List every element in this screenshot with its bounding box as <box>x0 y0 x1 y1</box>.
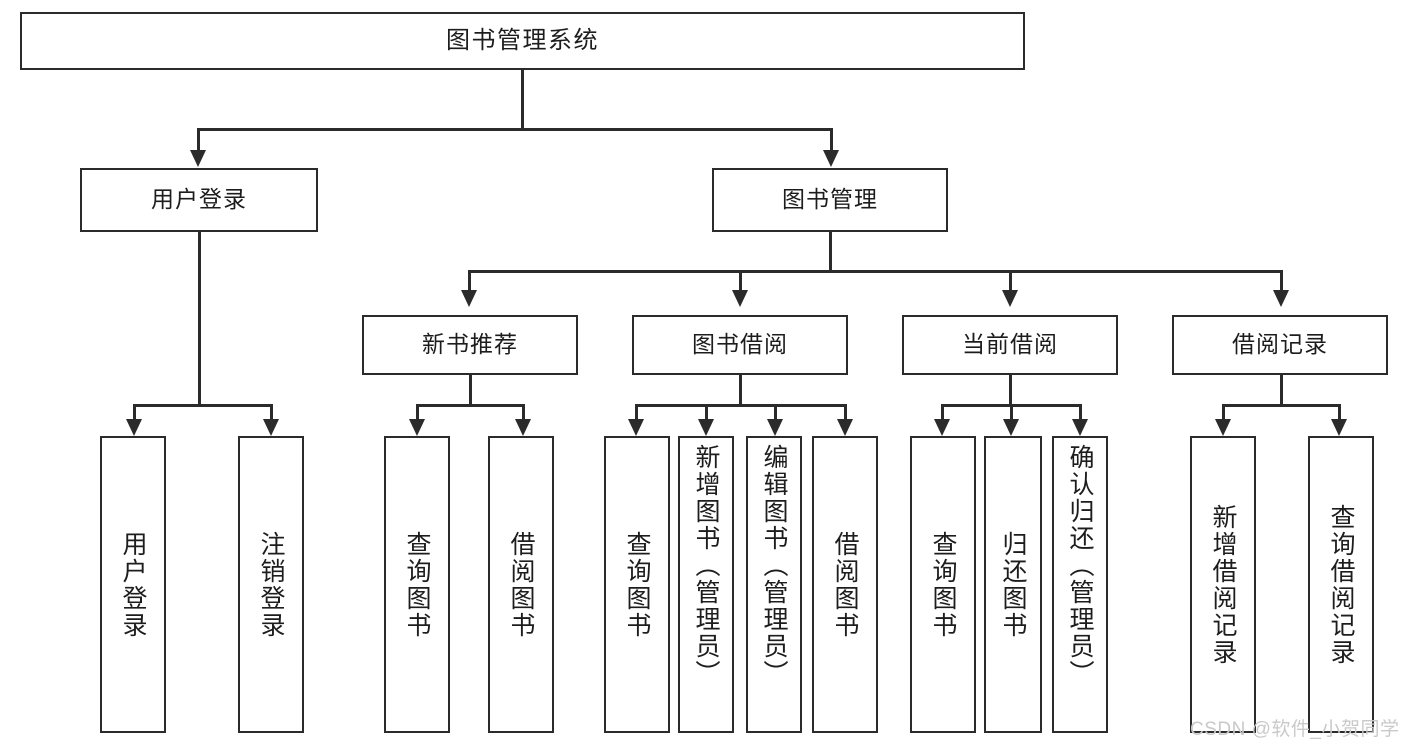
edge-current-borrow-to-leaf-2 <box>1079 404 1082 422</box>
edge-current-borrow-to-leaf-1 <box>1010 404 1013 422</box>
leaf-label: 注销登录 <box>257 530 285 639</box>
edge-borrow-record-to-leaf-0 <box>1222 404 1225 422</box>
leaf-borrow-book-recommend[interactable]: 借阅图书 <box>488 436 554 733</box>
leaf-query-book-borrow[interactable]: 查询图书 <box>604 436 670 733</box>
leaf-label: 查询图书 <box>403 530 431 639</box>
edge-new-book-stem <box>469 375 472 406</box>
edge-current-borrow-to-leaf-0 <box>941 404 944 422</box>
edge-user-login-stem <box>198 232 201 406</box>
arrowhead-leaf-confirm-return <box>1072 419 1088 436</box>
leaf-label: 确认归还（管理员） <box>1066 444 1094 687</box>
leaf-label: 查询借阅记录 <box>1327 503 1355 666</box>
edge-root-to-user-login <box>197 128 200 153</box>
edge-borrow-record-stem <box>1280 375 1283 406</box>
arrowhead-leaf-return-book <box>1003 419 1019 436</box>
edge-current-borrow-stem <box>1009 375 1012 406</box>
edge-book-borrow-bar <box>635 404 846 407</box>
edge-new-book-bar <box>416 404 524 407</box>
arrowhead-leaf-query-book-1 <box>409 419 425 436</box>
edge-book-borrow-to-leaf-2 <box>774 404 777 422</box>
edge-borrow-record-to-leaf-1 <box>1338 404 1341 422</box>
node-user-login[interactable]: 用户登录 <box>80 168 318 232</box>
node-book-manage[interactable]: 图书管理 <box>712 168 948 232</box>
edge-book-borrow-to-leaf-3 <box>844 404 847 422</box>
leaf-label: 查询图书 <box>623 530 651 639</box>
edge-user-login-to-leaf-1 <box>270 404 273 422</box>
edge-user-login-to-leaf-0 <box>133 404 136 422</box>
edge-root-bar <box>197 128 833 131</box>
node-label: 图书管理系统 <box>446 26 599 54</box>
edge-borrow-record-bar <box>1222 404 1340 407</box>
node-book-borrow[interactable]: 图书借阅 <box>632 315 848 375</box>
leaf-label: 用户登录 <box>119 530 147 639</box>
node-borrow-record[interactable]: 借阅记录 <box>1172 315 1388 375</box>
edge-book-manage-to-l2-3 <box>1280 270 1283 293</box>
arrowhead-l2-book-borrow <box>732 290 748 307</box>
leaf-query-book-current[interactable]: 查询图书 <box>910 436 976 733</box>
edge-user-login-bar <box>133 404 272 407</box>
arrowhead-l2-current-borrow <box>1002 290 1018 307</box>
leaf-add-book-admin[interactable]: 新增图书（管理员） <box>678 436 734 733</box>
leaf-label: 编辑图书（管理员） <box>760 444 788 687</box>
arrowhead-user-login <box>190 150 206 167</box>
edge-root-to-book-manage <box>830 128 833 153</box>
leaf-confirm-return-admin[interactable]: 确认归还（管理员） <box>1052 436 1108 733</box>
edge-book-borrow-to-leaf-1 <box>705 404 708 422</box>
arrowhead-leaf-query-record <box>1331 419 1347 436</box>
leaf-label: 新增图书（管理员） <box>692 444 720 687</box>
leaf-user-login[interactable]: 用户登录 <box>100 436 166 733</box>
leaf-edit-book-admin[interactable]: 编辑图书（管理员） <box>746 436 802 733</box>
leaf-label: 借阅图书 <box>507 530 535 639</box>
edge-book-manage-stem <box>829 232 832 272</box>
arrowhead-leaf-edit-book <box>767 419 783 436</box>
node-label: 借阅记录 <box>1232 331 1328 358</box>
node-label: 图书管理 <box>782 186 878 213</box>
leaf-add-borrow-record[interactable]: 新增借阅记录 <box>1190 436 1256 733</box>
leaf-label: 借阅图书 <box>831 530 859 639</box>
node-label: 图书借阅 <box>692 331 788 358</box>
arrowhead-leaf-logout <box>263 419 279 436</box>
edge-new-book-to-leaf-0 <box>416 404 419 422</box>
edge-book-manage-bar <box>468 270 1282 273</box>
arrowhead-leaf-query-book-2 <box>628 419 644 436</box>
node-label: 当前借阅 <box>962 331 1058 358</box>
arrowhead-l2-new-book <box>461 290 477 307</box>
edge-book-manage-to-l2-2 <box>1009 270 1012 293</box>
arrowhead-leaf-add-record <box>1215 419 1231 436</box>
edge-book-manage-to-l2-1 <box>739 270 742 293</box>
node-current-borrow[interactable]: 当前借阅 <box>902 315 1118 375</box>
edge-new-book-to-leaf-1 <box>522 404 525 422</box>
arrowhead-l2-borrow-record <box>1273 290 1289 307</box>
arrowhead-leaf-borrow-book-2 <box>837 419 853 436</box>
node-label: 新书推荐 <box>422 331 518 358</box>
node-new-book-recommend[interactable]: 新书推荐 <box>362 315 578 375</box>
arrowhead-leaf-query-book-3 <box>934 419 950 436</box>
leaf-return-book[interactable]: 归还图书 <box>984 436 1042 733</box>
leaf-query-borrow-record[interactable]: 查询借阅记录 <box>1308 436 1374 733</box>
leaf-query-book-recommend[interactable]: 查询图书 <box>384 436 450 733</box>
edge-book-manage-to-l2-0 <box>468 270 471 293</box>
node-label: 用户登录 <box>151 186 247 213</box>
arrowhead-book-manage <box>823 150 839 167</box>
leaf-label: 查询图书 <box>929 530 957 639</box>
edge-book-borrow-stem <box>739 375 742 406</box>
edge-root-stem <box>521 70 524 128</box>
arrowhead-leaf-add-book <box>698 419 714 436</box>
leaf-label: 新增借阅记录 <box>1209 503 1237 666</box>
leaf-logout[interactable]: 注销登录 <box>238 436 304 733</box>
arrowhead-leaf-user-login <box>126 419 142 436</box>
leaf-borrow-book[interactable]: 借阅图书 <box>812 436 878 733</box>
arrowhead-leaf-borrow-book-1 <box>515 419 531 436</box>
leaf-label: 归还图书 <box>999 530 1027 639</box>
node-root-system[interactable]: 图书管理系统 <box>20 12 1025 70</box>
edge-book-borrow-to-leaf-0 <box>635 404 638 422</box>
